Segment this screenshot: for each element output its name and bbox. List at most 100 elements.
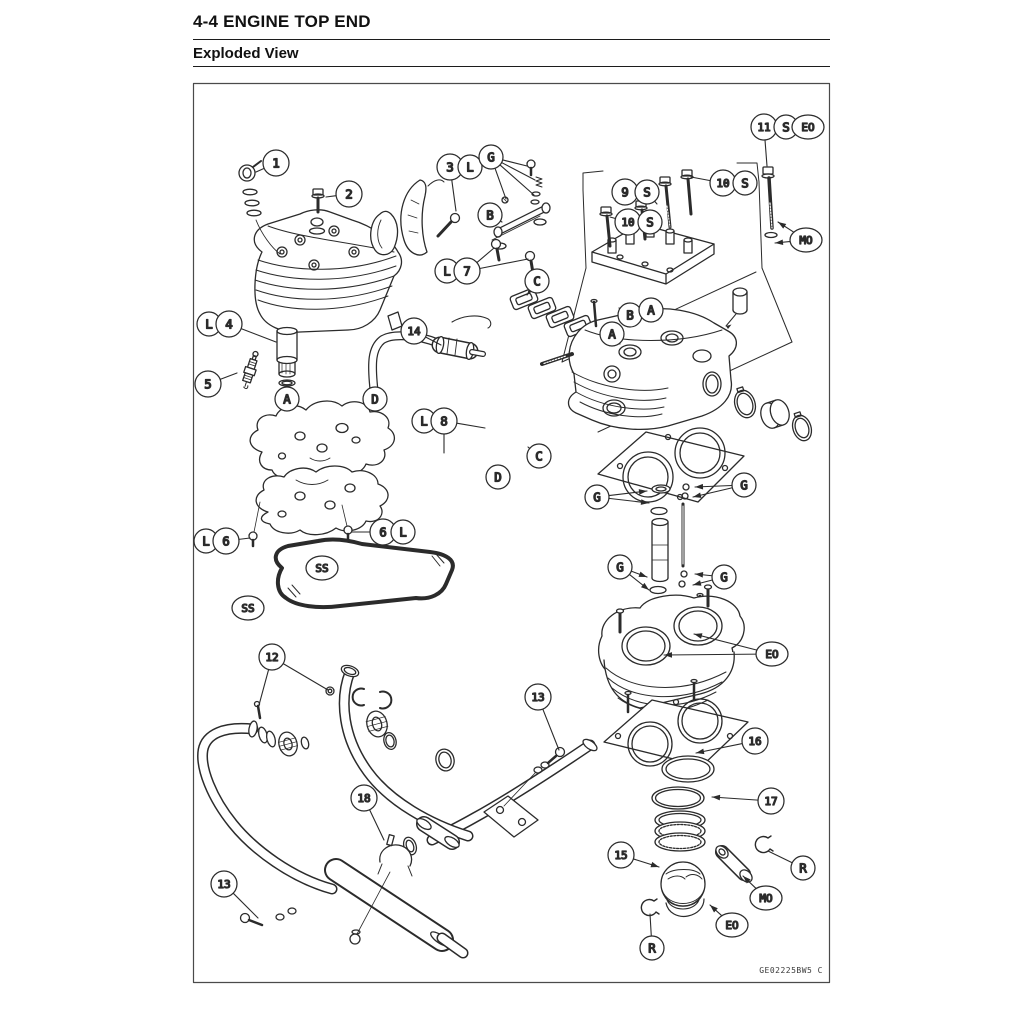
callout-mo: MO — [742, 875, 783, 911]
callout-l: L — [457, 154, 483, 180]
breather-plate-lower-drawing — [248, 465, 389, 548]
svg-text:B: B — [486, 208, 494, 223]
svg-text:G: G — [740, 478, 748, 493]
callout-16: 16 — [695, 727, 769, 755]
head-bolt-11-drawing — [761, 166, 778, 239]
svg-text:18: 18 — [357, 792, 370, 805]
breather-plate-upper-drawing — [249, 400, 395, 480]
callout-c: C — [524, 268, 550, 296]
cover-bolt-drawing — [308, 188, 326, 235]
svg-text:S: S — [643, 185, 651, 200]
svg-text:13: 13 — [531, 691, 544, 704]
callout-ss: SS — [305, 555, 339, 581]
callout-g: G — [607, 554, 650, 591]
callout-3: 3 — [436, 153, 464, 212]
plug-tube-drawing — [276, 326, 298, 387]
svg-text:12: 12 — [265, 651, 278, 664]
callout-c: C — [526, 443, 552, 469]
callout-d: D — [485, 464, 511, 490]
svg-text:7: 7 — [463, 264, 471, 279]
callout-18: 18 — [350, 784, 385, 841]
callout-13: 13 — [524, 683, 560, 751]
svg-text:10: 10 — [621, 216, 634, 229]
svg-text:2: 2 — [345, 187, 353, 202]
svg-text:A: A — [283, 392, 291, 407]
svg-text:G: G — [487, 150, 495, 165]
exhaust-system-drawing — [197, 664, 598, 959]
svg-text:MO: MO — [759, 892, 772, 905]
svg-text:17: 17 — [764, 795, 777, 808]
svg-text:6: 6 — [222, 534, 230, 549]
svg-text:1: 1 — [272, 156, 280, 171]
piston-group-drawing — [640, 755, 774, 918]
callout-s: S — [732, 170, 758, 196]
air-hose-drawing — [368, 315, 492, 395]
svg-text:EO: EO — [765, 648, 778, 661]
callout-a: A — [638, 297, 664, 323]
svg-text:5: 5 — [204, 377, 212, 392]
svg-text:G: G — [616, 560, 624, 575]
callout-a: A — [274, 386, 300, 412]
svg-text:G: G — [720, 570, 728, 585]
oil-cap-drawing — [238, 160, 281, 255]
cam-end-cap-drawing — [370, 179, 461, 256]
callout-s: S — [634, 179, 660, 205]
callout-13: 13 — [210, 870, 259, 919]
svg-text:EO: EO — [725, 919, 738, 932]
callout-8: 8 — [430, 407, 486, 454]
figure-code: GE02225BW5 C — [759, 966, 823, 975]
callout-r: R — [767, 850, 816, 881]
callout-d: D — [362, 386, 388, 412]
svg-text:L: L — [399, 525, 407, 540]
svg-text:8: 8 — [440, 414, 448, 429]
callout-b: B — [477, 202, 503, 228]
diagram-frame — [192, 82, 831, 984]
intake-boot-clamps-drawing — [733, 386, 813, 442]
callout-9: 9 — [611, 178, 639, 206]
callout-10: 10 — [690, 169, 737, 197]
svg-text:L: L — [466, 160, 474, 175]
callout-g: G — [692, 472, 757, 498]
cylinder-block-drawing — [597, 584, 745, 712]
svg-text:S: S — [782, 120, 790, 135]
svg-text:EO: EO — [801, 121, 814, 134]
svg-text:10: 10 — [716, 177, 729, 190]
callout-mo: MO — [774, 221, 823, 253]
svg-text:16: 16 — [748, 735, 761, 748]
svg-text:15: 15 — [614, 849, 627, 862]
callout-b: B — [617, 302, 643, 328]
callout-14: 14 — [400, 317, 442, 346]
svg-text:B: B — [626, 308, 634, 323]
callout-11: 11 — [750, 113, 778, 167]
callout-g: G — [692, 564, 737, 590]
callout-4: 4 — [215, 310, 277, 343]
svg-text:A: A — [608, 327, 616, 342]
svg-text:C: C — [533, 274, 541, 289]
page-title: 4-4 ENGINE TOP END — [193, 12, 371, 31]
callout-eo: EO — [663, 633, 789, 667]
callout-s: S — [637, 209, 663, 235]
svg-text:S: S — [646, 215, 654, 230]
svg-text:14: 14 — [407, 325, 421, 338]
svg-text:G: G — [593, 490, 601, 505]
callout-ss: SS — [231, 595, 265, 621]
callout-5: 5 — [194, 370, 238, 398]
svg-text:4: 4 — [225, 317, 233, 332]
svg-text:R: R — [799, 861, 807, 876]
callout-g: G — [584, 484, 650, 510]
subtitle-rule — [193, 66, 830, 67]
callout-r: R — [639, 913, 665, 961]
title-rule — [193, 39, 830, 40]
svg-text:3: 3 — [446, 160, 454, 175]
callout-2: 2 — [325, 180, 363, 208]
svg-text:9: 9 — [621, 185, 629, 200]
svg-text:11: 11 — [757, 121, 770, 134]
callout-12: 12 — [258, 643, 329, 706]
callout-eo: EO — [791, 114, 825, 140]
callout-l: L — [390, 519, 416, 545]
callout-10: 10 — [609, 208, 642, 236]
callout-l: L — [193, 528, 219, 554]
